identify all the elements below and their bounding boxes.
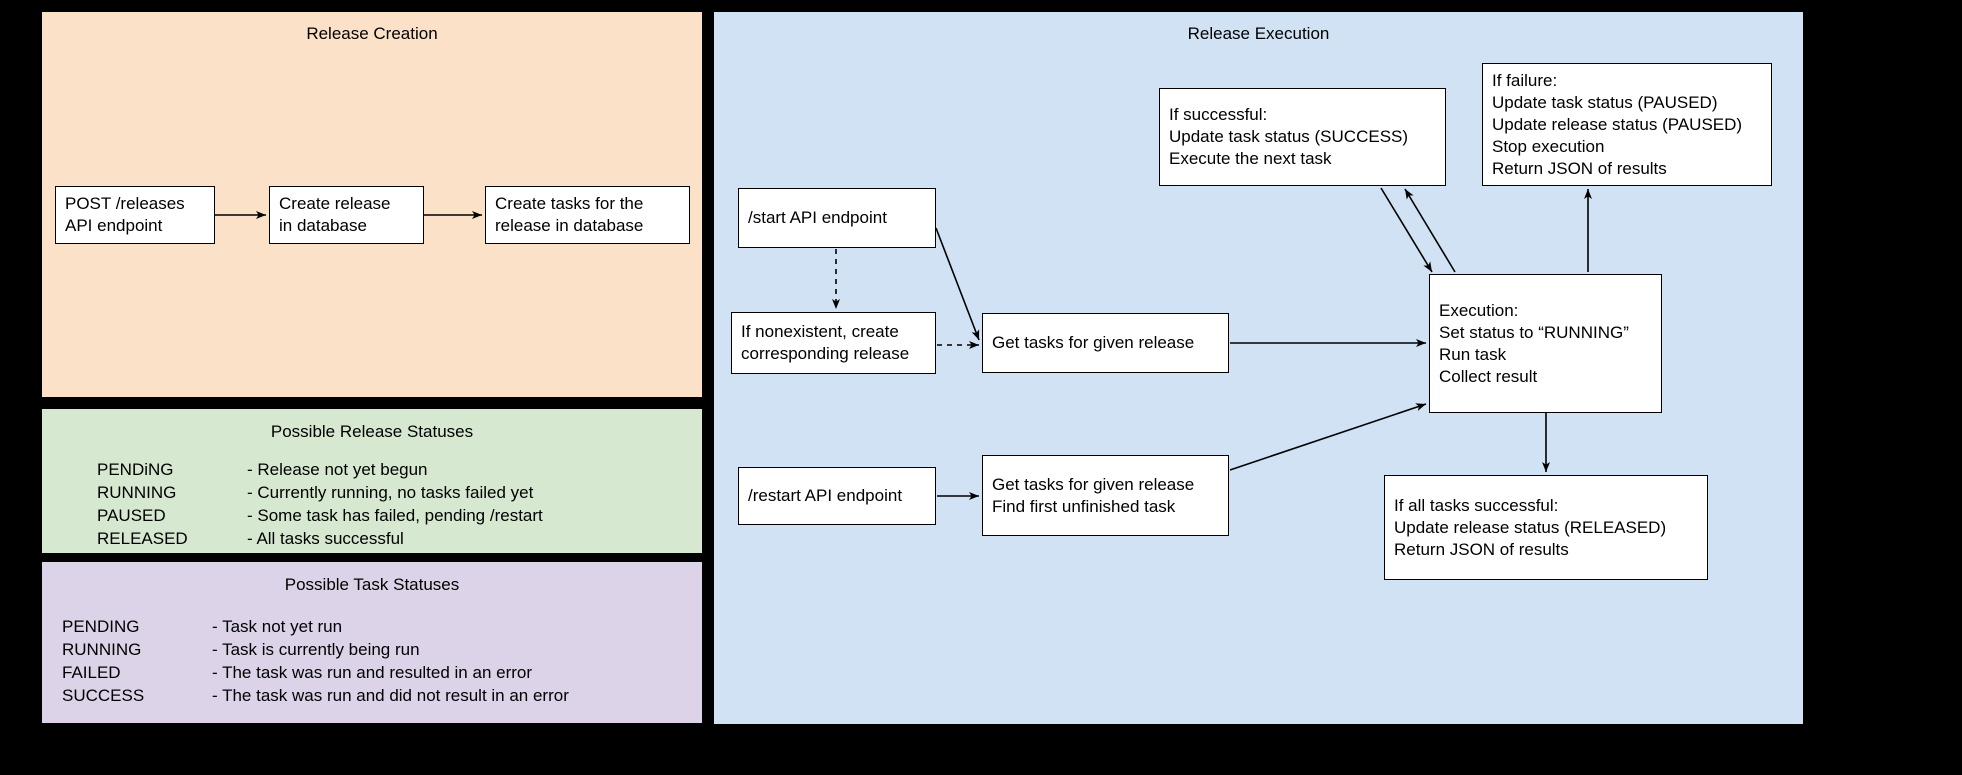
panel-release-execution-title: Release Execution [1187,24,1330,43]
panel-release-statuses-title: Possible Release Statuses [270,422,474,441]
release-status-description: - All tasks successful [247,529,404,548]
task-statuses-table: PENDING - Task not yet run RUNNING - Tas… [62,615,692,707]
node-if-successful[interactable]: If successful: Update task status (SUCCE… [1159,88,1446,186]
panel-release-creation-title: Release Creation [306,24,438,43]
node-restart-endpoint-label: /restart API endpoint [748,486,903,505]
release-status-row: PAUSED - Some task has failed, pending /… [97,504,697,527]
task-status-row: SUCCESS - The task was run and did not r… [62,684,692,707]
node-if-failure-label: If failure: Update task status (PAUSED) … [1492,70,1743,178]
node-create-tasks[interactable]: Create tasks for the release in database [485,186,690,244]
node-if-all-successful-label: If all tasks successful: Update release … [1394,495,1667,559]
node-create-release-label: Create release in database [279,194,391,235]
task-status-name: RUNNING [62,640,142,659]
task-status-description: - The task was run and did not result in… [212,686,569,705]
node-create-tasks-label: Create tasks for the release in database [495,194,644,235]
node-if-failure[interactable]: If failure: Update task status (PAUSED) … [1482,63,1772,186]
release-status-name: RUNNING [97,483,177,502]
node-if-nonexistent[interactable]: If nonexistent, create corresponding rel… [731,312,936,374]
task-status-description: - Task not yet run [212,617,343,636]
panel-task-statuses: Possible Task Statuses [42,562,702,723]
node-get-tasks-restart[interactable]: Get tasks for given release Find first u… [982,455,1229,536]
task-status-row: FAILED - The task was run and resulted i… [62,661,692,684]
node-execution-label: Execution: Set status to “RUNNING” Run t… [1439,300,1629,386]
task-status-name: SUCCESS [62,686,145,705]
node-get-tasks-restart-label: Get tasks for given release Find first u… [992,474,1195,516]
release-status-description: - Currently running, no tasks failed yet [247,483,534,502]
task-status-name: FAILED [62,663,121,682]
node-start-endpoint-label: /start API endpoint [748,208,887,227]
release-status-row: RUNNING - Currently running, no tasks fa… [97,481,697,504]
release-status-name: PENDiNG [97,460,174,479]
release-status-name: PAUSED [97,506,166,525]
node-get-tasks-start-label: Get tasks for given release [992,333,1195,352]
release-status-description: - Release not yet begun [247,460,428,479]
panel-task-statuses-title: Possible Task Statuses [284,575,460,594]
task-status-row: RUNNING - Task is currently being run [62,638,692,661]
node-if-nonexistent-label: If nonexistent, create corresponding rel… [741,322,910,363]
node-post-releases[interactable]: POST /releases API endpoint [55,186,215,244]
node-execution[interactable]: Execution: Set status to “RUNNING” Run t… [1429,274,1662,413]
release-status-row: PENDiNG - Release not yet begun [97,458,697,481]
task-status-row: PENDING - Task not yet run [62,615,692,638]
release-status-name: RELEASED [97,529,188,548]
node-start-endpoint[interactable]: /start API endpoint [738,188,936,248]
node-create-release[interactable]: Create release in database [269,186,424,244]
task-status-name: PENDING [62,617,140,636]
node-get-tasks-start[interactable]: Get tasks for given release [982,313,1229,373]
panel-release-statuses: Possible Release Statuses [42,409,702,553]
node-post-releases-label: POST /releases API endpoint [65,194,185,235]
task-status-description: - Task is currently being run [212,640,420,659]
node-restart-endpoint[interactable]: /restart API endpoint [738,467,936,525]
node-if-successful-label: If successful: Update task status (SUCCE… [1169,105,1409,168]
node-if-all-successful[interactable]: If all tasks successful: Update release … [1384,475,1708,580]
release-status-description: - Some task has failed, pending /restart [247,506,543,525]
release-statuses-table: PENDiNG - Release not yet begun RUNNING … [97,458,697,550]
release-status-row: RELEASED - All tasks successful [97,527,697,550]
task-status-description: - The task was run and resulted in an er… [212,663,533,682]
